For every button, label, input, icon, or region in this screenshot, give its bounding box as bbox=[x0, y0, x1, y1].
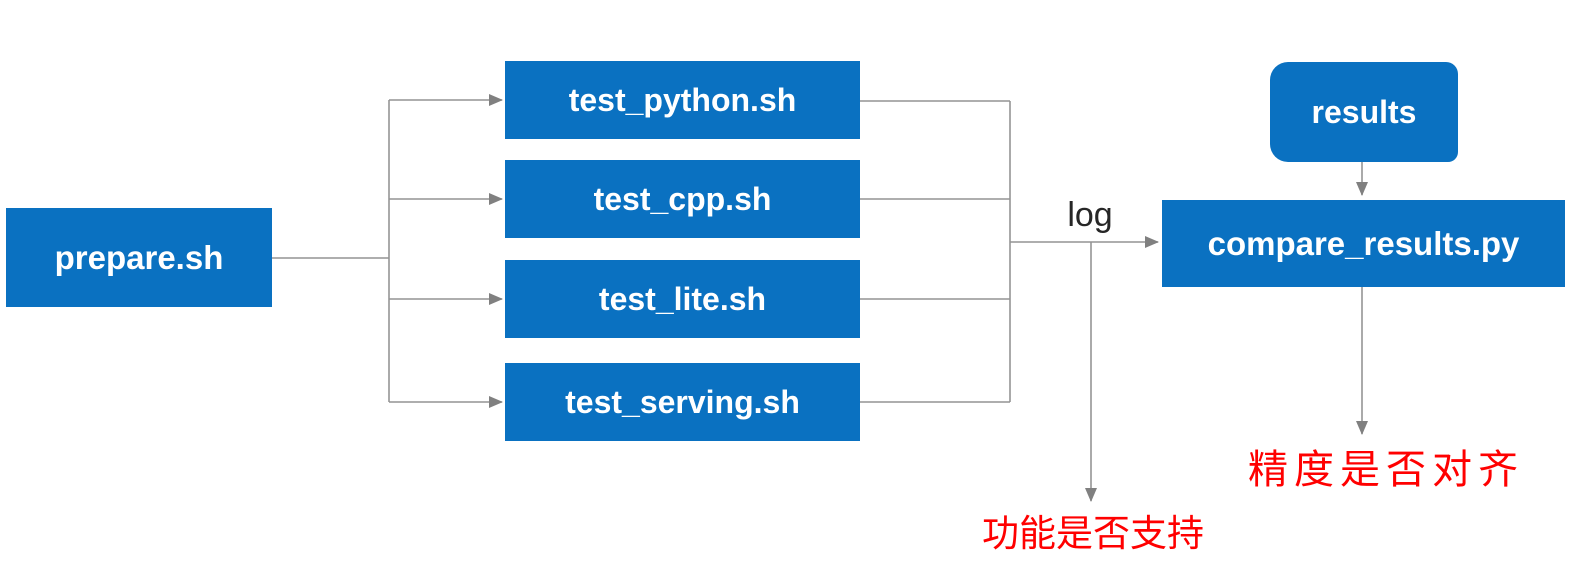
node-compare-results-py: compare_results.py bbox=[1162, 200, 1565, 287]
precision-aligned-annotation: 精度是否对齐 bbox=[1248, 448, 1524, 492]
node-test-cpp-sh: test_cpp.sh bbox=[505, 160, 860, 238]
node-test-lite-sh-label: test_lite.sh bbox=[598, 281, 767, 317]
node-results-label: results bbox=[1311, 94, 1417, 130]
node-test-python-sh: test_python.sh bbox=[505, 61, 860, 139]
node-test-python-sh-label: test_python.sh bbox=[568, 82, 797, 118]
node-results: results bbox=[1270, 62, 1458, 162]
node-test-serving-sh-label: test_serving.sh bbox=[565, 384, 800, 420]
node-prepare-sh-label: prepare.sh bbox=[54, 239, 224, 276]
node-test-lite-sh: test_lite.sh bbox=[505, 260, 860, 338]
log-edge-label: log bbox=[1067, 196, 1113, 234]
node-compare-results-py-label: compare_results.py bbox=[1207, 225, 1520, 262]
node-prepare-sh: prepare.sh bbox=[6, 208, 272, 307]
node-test-cpp-sh-label: test_cpp.sh bbox=[593, 181, 772, 217]
node-test-serving-sh: test_serving.sh bbox=[505, 363, 860, 441]
function-support-annotation: 功能是否支持 bbox=[982, 513, 1204, 554]
